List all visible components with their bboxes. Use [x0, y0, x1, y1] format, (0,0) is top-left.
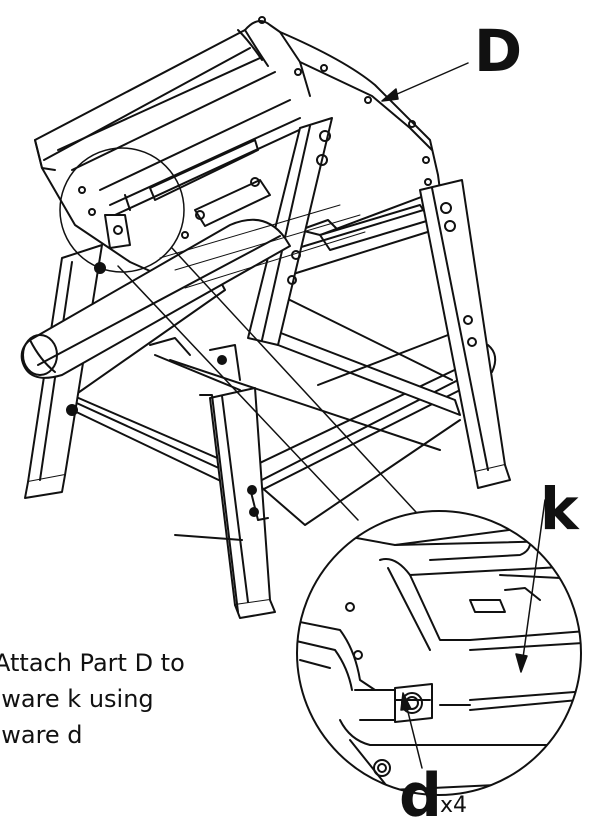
detail-view: [296, 510, 582, 796]
part-d-label: D: [474, 17, 523, 85]
hardware-d-label: d: [399, 761, 442, 831]
hardware-k-label: k: [540, 475, 579, 543]
hardware-d-quantity: x4: [440, 793, 468, 818]
part-d-seat-panel: [34, 16, 441, 281]
leader-arrows: [381, 62, 546, 769]
instruction-line: Attach Part D to: [0, 650, 185, 677]
instruction-line: dware d: [0, 721, 83, 749]
armrest-handle: [20, 218, 291, 379]
instruction-line: dware k using: [0, 685, 154, 713]
instruction-text: Attach Part D to dware k using dware d: [0, 650, 270, 760]
